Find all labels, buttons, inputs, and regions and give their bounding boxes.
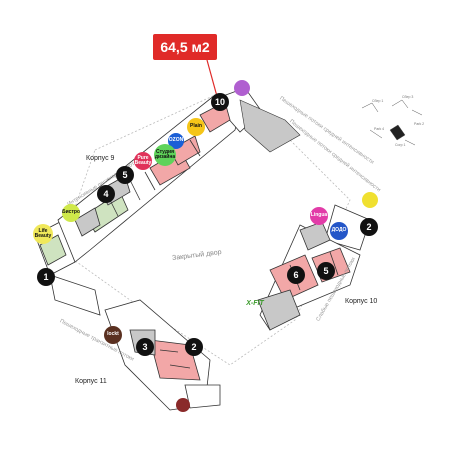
tenant-logo[interactable]: OZON [168, 133, 184, 149]
unit-marker[interactable]: 1 [37, 268, 55, 286]
unit-marker[interactable]: 5 [317, 262, 335, 280]
area-callout: 64,5 м2 [153, 34, 217, 60]
unit-marker[interactable]: 5 [116, 166, 134, 184]
tenant-logo[interactable]: X-FIT [246, 300, 264, 308]
minimap-label: Сбер 3 [402, 95, 414, 99]
unit-marker[interactable]: 2 [185, 338, 203, 356]
minimap-label: Park 2 [414, 122, 425, 126]
courtyard-boundary [59, 94, 351, 366]
tenant-logo[interactable]: Lingua [310, 207, 328, 225]
decorative-icon [362, 192, 378, 208]
tenant-logo[interactable]: Plain [187, 118, 205, 136]
tenant-logo[interactable]: Бистро [62, 204, 80, 222]
tenant-logo[interactable]: Студия дизайна [154, 144, 176, 166]
tenant-logo[interactable]: Pure Beauty [134, 152, 152, 170]
minimap-label: Park 4 [374, 127, 385, 131]
tenant-logo[interactable]: lockt [104, 326, 122, 344]
minimap-label: Сбер 1 [372, 99, 384, 103]
unit-marker[interactable]: 10 [211, 93, 229, 111]
building-11-label: Корпус 11 [75, 378, 107, 385]
minimap [361, 99, 423, 146]
tenant-logo[interactable]: Life Beauty [33, 224, 53, 244]
building-9-label: Корпус 9 [86, 155, 115, 162]
corner-block [239, 99, 301, 153]
tenant-logo[interactable]: ДОДО [330, 222, 348, 240]
building-11-shape [49, 274, 221, 411]
minimap-label: Corp 1 [395, 143, 406, 147]
unit-marker[interactable]: 6 [287, 266, 305, 284]
unit-marker[interactable]: 3 [136, 338, 154, 356]
unit-marker[interactable]: 4 [97, 185, 115, 203]
decorative-icon [234, 80, 250, 96]
building-10-label: Корпус 10 [345, 298, 378, 305]
unit-marker[interactable]: 2 [360, 218, 378, 236]
decorative-icon [176, 398, 190, 412]
